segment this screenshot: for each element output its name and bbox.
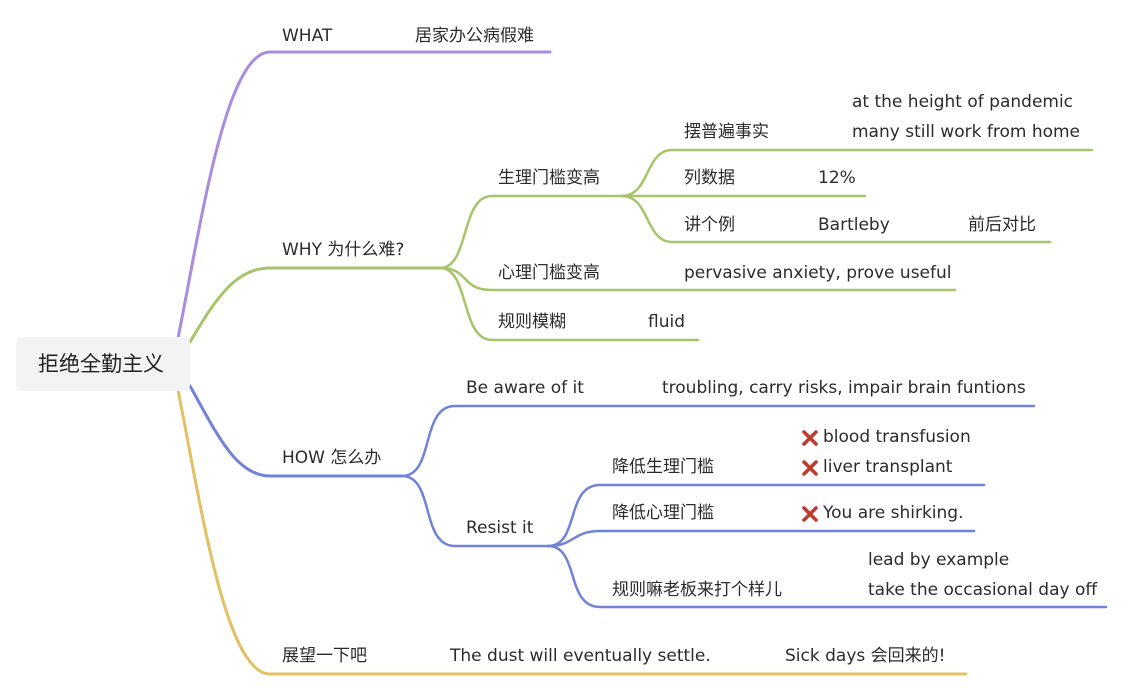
what-label[interactable]: WHAT (282, 26, 333, 46)
why-rules-label[interactable]: 规则模糊 (498, 312, 566, 332)
data-value[interactable]: 12% (818, 168, 856, 188)
connector-what (176, 50, 552, 340)
connector-facts (620, 148, 1094, 198)
connector-resist-psych (546, 529, 976, 548)
connector-aware (400, 404, 1036, 478)
connector-why-physical (438, 194, 624, 270)
how-label[interactable]: HOW 怎么办 (282, 448, 382, 468)
connector-why-rules (438, 266, 700, 342)
why-label[interactable]: WHY 为什么难? (282, 240, 405, 260)
root-title: 拒绝全勤主义 (38, 352, 164, 376)
example-extra[interactable]: 前后对比 (968, 215, 1036, 235)
resist-label[interactable]: Resist it (466, 518, 534, 538)
connector-outlook (176, 388, 968, 676)
cross-mark-icon (802, 506, 818, 522)
connector-how (188, 384, 404, 478)
example-label[interactable]: 讲个例 (684, 215, 735, 235)
outlook-value-2[interactable]: Sick days 会回来的! (785, 646, 946, 666)
resist-physical-item-1[interactable]: blood transfusion (823, 427, 971, 447)
resist-psych-item-1[interactable]: You are shirking. (823, 503, 964, 523)
aware-value[interactable]: troubling, carry risks, impair brain fun… (662, 378, 1026, 398)
cross-mark-icon (802, 460, 818, 476)
root-node[interactable] (16, 337, 190, 391)
why-rules-value[interactable]: fluid (648, 312, 685, 332)
resist-boss-line-2[interactable]: take the occasional day off (868, 580, 1098, 600)
facts-label[interactable]: 摆普遍事实 (684, 122, 769, 142)
facts-line-1[interactable]: at the height of pandemic (852, 92, 1074, 112)
outlook-value-1[interactable]: The dust will eventually settle. (450, 646, 711, 666)
resist-physical-item-2[interactable]: liver transplant (823, 457, 953, 477)
aware-label[interactable]: Be aware of it (466, 378, 584, 398)
cross-mark-icon (802, 430, 818, 446)
resist-physical-label[interactable]: 降低生理门槛 (612, 457, 714, 477)
data-label[interactable]: 列数据 (684, 168, 735, 188)
connector-resist (400, 474, 550, 548)
connector-resist-physical (546, 483, 986, 548)
connector-resist-boss (546, 544, 1108, 609)
what-detail[interactable]: 居家办公病假难 (415, 26, 534, 46)
resist-psych-label[interactable]: 降低心理门槛 (612, 503, 714, 523)
connector-why-psych (438, 266, 957, 292)
resist-boss-label[interactable]: 规则嘛老板来打个样儿 (612, 580, 782, 600)
facts-line-2[interactable]: many still work from home (852, 122, 1081, 142)
example-value[interactable]: Bartleby (818, 215, 890, 235)
why-physical-label[interactable]: 生理门槛变高 (498, 168, 600, 188)
resist-boss-line-1[interactable]: lead by example (868, 550, 1010, 570)
connector-why (188, 266, 442, 344)
why-psych-label[interactable]: 心理门槛变高 (498, 263, 600, 283)
connector-example (620, 194, 1052, 244)
why-psych-value[interactable]: pervasive anxiety, prove useful (684, 263, 952, 283)
outlook-label[interactable]: 展望一下吧 (282, 646, 367, 666)
